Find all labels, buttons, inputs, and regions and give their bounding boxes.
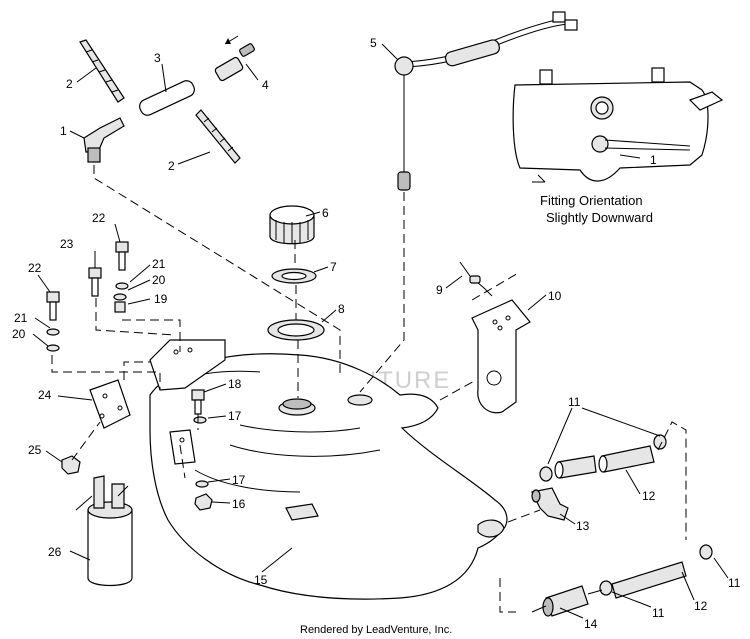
callout-23: 23	[60, 237, 74, 251]
callout-22-lower: 22	[28, 261, 42, 275]
callout-2-upper: 2	[66, 77, 73, 91]
callout-11-upper: 11	[568, 395, 581, 409]
vent-hose	[139, 80, 195, 116]
fuel-line-right	[539, 434, 667, 482]
callout-8: 8	[338, 302, 345, 316]
callout-2-lower: 2	[168, 159, 175, 173]
washer-17	[193, 416, 209, 488]
inset-tank-view	[512, 67, 724, 183]
callout-1: 1	[60, 124, 67, 138]
callout-22-upper: 22	[92, 211, 106, 225]
clamp-strap-upper	[79, 39, 125, 103]
cap-gasket	[271, 268, 317, 284]
callout-20-lower: 20	[12, 327, 26, 341]
inset-note-line1: Fitting Orientation	[540, 193, 643, 208]
callout-15: 15	[254, 573, 268, 587]
callout-16: 16	[232, 497, 246, 511]
callout-14: 14	[584, 617, 598, 631]
callout-26: 26	[48, 545, 62, 559]
callout-13: 13	[576, 519, 590, 533]
callout-12-upper: 12	[642, 489, 656, 503]
callout-6: 6	[322, 206, 329, 220]
callout-labels: 1 2 2 3 4 5 6 7 8 9 10 11 12 13 14 15 16…	[12, 36, 741, 631]
footer-credit: Rendered by LeadVenture, Inc.	[300, 624, 452, 636]
callout-12-lower: 12	[694, 599, 708, 613]
callout-24: 24	[38, 388, 52, 402]
callout-25: 25	[28, 443, 42, 457]
callout-5: 5	[370, 36, 377, 50]
mount-plate	[89, 379, 131, 429]
clamp-strap-lower	[195, 109, 241, 164]
nut-16	[194, 493, 213, 511]
callout-17-lower: 17	[232, 473, 246, 487]
bolt-22-lower	[46, 291, 60, 321]
nut-25	[61, 455, 81, 475]
wire-clip	[459, 261, 493, 297]
callout-11-lower: 11	[652, 606, 665, 620]
washers-upper	[113, 282, 129, 313]
callout-10: 10	[548, 289, 562, 303]
filler-ring	[267, 319, 325, 341]
check-valve	[214, 35, 255, 82]
callout-21-lower: 21	[14, 311, 28, 325]
vent-elbow-fitting	[83, 117, 125, 163]
fuel-tank	[149, 353, 508, 600]
inset-callout-1: 1	[650, 153, 657, 167]
washers-lower	[46, 328, 60, 352]
callout-9: 9	[436, 283, 443, 297]
callout-18: 18	[228, 377, 242, 391]
callout-11-right: 11	[728, 576, 741, 590]
bolt-23	[88, 267, 102, 297]
inset-note-line2: Slightly Downward	[546, 210, 653, 225]
callout-21-upper: 21	[152, 257, 166, 271]
inline-fuel-filter	[531, 585, 603, 617]
callout-7: 7	[330, 260, 337, 274]
fuel-sender	[394, 11, 578, 191]
callout-4: 4	[262, 78, 269, 92]
callout-19: 19	[154, 292, 168, 306]
outlet-elbow	[531, 487, 569, 521]
assembly-lines	[51, 165, 687, 613]
mount-bracket	[471, 299, 531, 414]
leader-lines	[32, 43, 729, 619]
filter-canister	[75, 475, 133, 587]
fuel-line-lower	[599, 544, 713, 599]
callout-3: 3	[154, 51, 161, 65]
fuel-cap	[269, 205, 315, 245]
callout-17-upper: 17	[228, 409, 242, 423]
callout-20-upper: 20	[152, 273, 166, 287]
bolt-22-upper	[115, 241, 129, 271]
